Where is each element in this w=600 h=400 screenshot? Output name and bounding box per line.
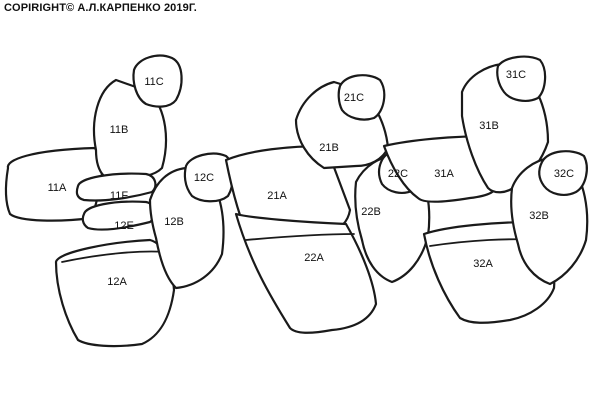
part-12a (54, 238, 176, 348)
part-12c (183, 152, 235, 203)
label-32a: 32A (473, 258, 493, 270)
label-22c: 22C (388, 168, 408, 180)
label-31b: 31B (479, 120, 499, 132)
label-31a: 31A (434, 168, 454, 180)
label-21c: 21C (344, 92, 364, 104)
label-12e: 12E (114, 220, 134, 232)
label-11c: 11C (144, 76, 163, 88)
label-21b: 21B (319, 142, 339, 154)
copyright-text: COPIRIGHT© А.Л.КАРПЕНКО 2019Г. (4, 2, 197, 14)
label-12c: 12C (194, 172, 214, 184)
label-32c: 32C (554, 168, 574, 180)
part-12e (81, 200, 156, 231)
part-32c (538, 150, 588, 196)
part-21c (337, 74, 386, 121)
label-22b: 22B (361, 206, 381, 218)
label-22a: 22A (304, 252, 324, 264)
label-31c: 31C (506, 69, 526, 81)
part-31c (496, 55, 547, 102)
label-11a: 11A (48, 182, 67, 194)
part-11c (132, 54, 183, 108)
label-11b: 11B (110, 124, 129, 136)
label-32b: 32B (529, 210, 549, 222)
label-12b: 12B (164, 216, 184, 228)
label-11f: 11F (110, 190, 128, 202)
part-22a (234, 212, 378, 334)
label-21a: 21A (267, 190, 287, 202)
label-12a: 12A (107, 276, 127, 288)
part-11a (4, 146, 104, 222)
